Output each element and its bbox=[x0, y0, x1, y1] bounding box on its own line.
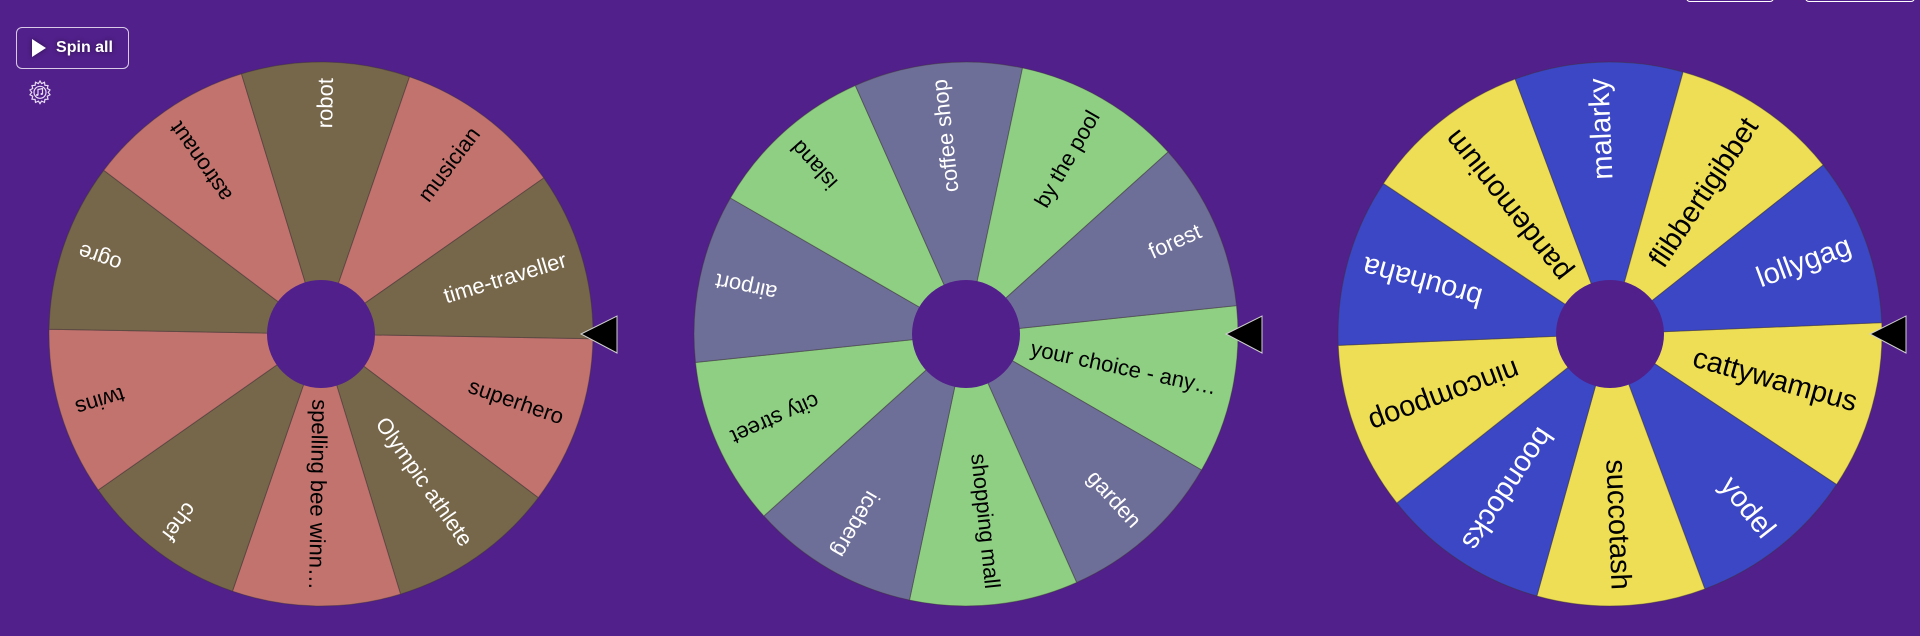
slice-label: robot bbox=[312, 78, 338, 129]
slice-label: malarky bbox=[1583, 77, 1619, 180]
wheel-slice bbox=[103, 73, 322, 336]
wheel-slice bbox=[1514, 61, 1684, 336]
slice-label: spelling bee winn… bbox=[304, 399, 332, 590]
wheel-slice bbox=[320, 332, 539, 595]
wheel-slice bbox=[48, 328, 323, 491]
wheel-slice bbox=[97, 332, 322, 592]
wheel-slice bbox=[1608, 164, 1883, 335]
pointer-arrow-icon bbox=[579, 315, 618, 354]
wheel-hub[interactable] bbox=[1556, 280, 1664, 388]
wheel-slice bbox=[729, 84, 968, 336]
wheel-slice bbox=[1609, 71, 1824, 336]
gear-music-icon bbox=[29, 79, 51, 105]
wheel-hub[interactable] bbox=[267, 280, 375, 388]
wheel-slice bbox=[964, 332, 1203, 584]
wheel-slice bbox=[1608, 332, 1838, 590]
spin-all-button[interactable]: Spin all bbox=[16, 27, 129, 69]
wheel-slice bbox=[965, 67, 1169, 336]
wheel-3[interactable]: cattywampusyodelsuccotashboondocksnincom… bbox=[1337, 61, 1907, 607]
wheel-slice bbox=[319, 333, 594, 499]
wheel-slice bbox=[1337, 333, 1612, 504]
wheel-slice bbox=[693, 197, 968, 363]
play-icon bbox=[32, 39, 47, 57]
wheel-slice bbox=[240, 61, 411, 336]
wheel-hub[interactable] bbox=[912, 280, 1020, 388]
wheel-slice bbox=[1382, 78, 1612, 336]
pointer-arrow-icon bbox=[1868, 315, 1907, 354]
wheel-slice bbox=[854, 61, 1024, 336]
wheel-slice bbox=[1337, 182, 1612, 346]
spin-all-label: Spin all bbox=[56, 39, 113, 56]
wheel-slice bbox=[1396, 332, 1611, 597]
wheel-slice bbox=[48, 169, 323, 335]
wheel-slice bbox=[1536, 332, 1706, 607]
wheel-slice bbox=[964, 305, 1239, 471]
slice-label: succotash bbox=[1599, 459, 1636, 591]
sound-settings-button[interactable] bbox=[27, 79, 53, 105]
wheel-slice bbox=[908, 332, 1078, 607]
wheel-slice bbox=[964, 151, 1238, 335]
wheel-slice bbox=[694, 333, 968, 517]
wheel-slice bbox=[320, 76, 545, 336]
wheel-slice bbox=[231, 332, 402, 607]
wheel-slice bbox=[763, 332, 967, 601]
pointer-arrow-icon bbox=[1224, 315, 1263, 354]
